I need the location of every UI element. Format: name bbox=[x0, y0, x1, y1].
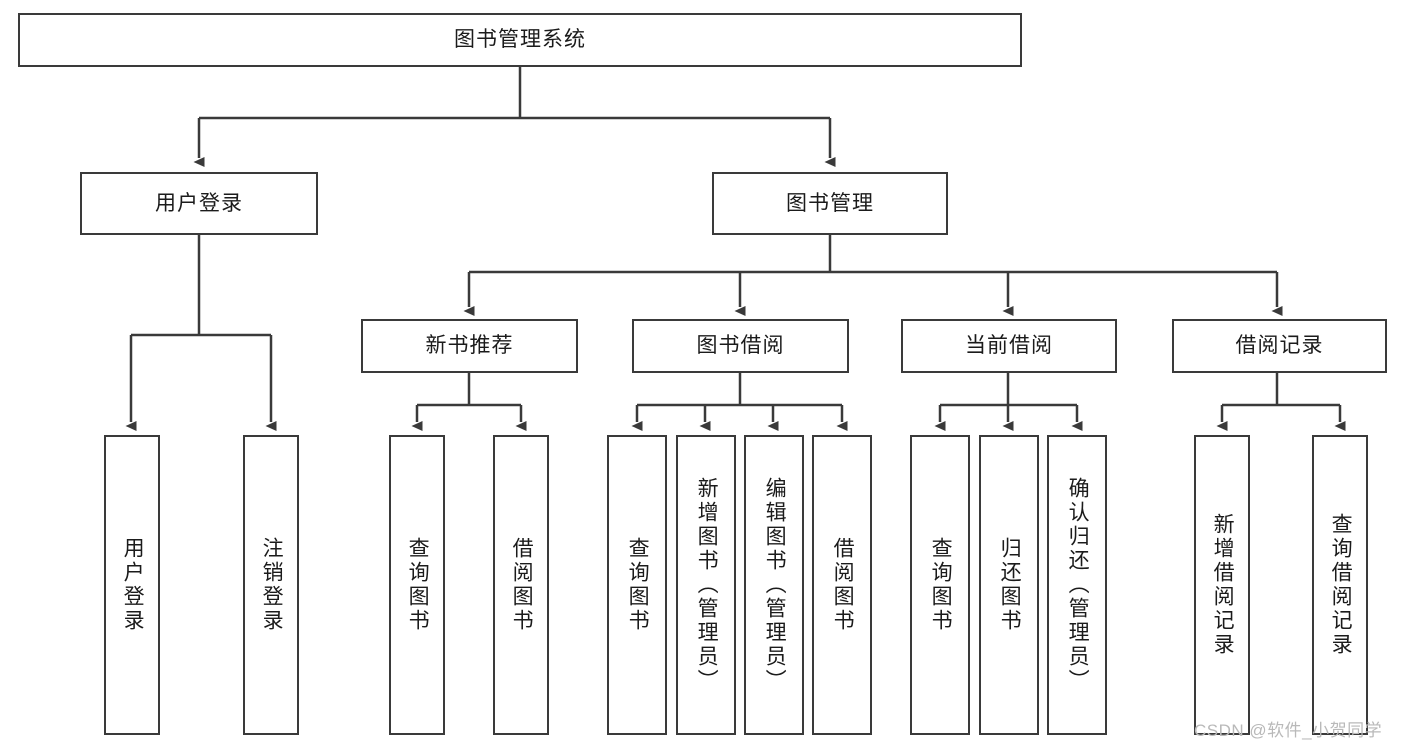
node-label: 查询图书 bbox=[626, 537, 650, 633]
leaf-record-add-record[interactable]: 新增借阅记录 bbox=[1194, 435, 1250, 735]
node-new-book-recommend[interactable]: 新书推荐 bbox=[361, 319, 578, 373]
node-label: 查询图书 bbox=[929, 537, 953, 633]
leaf-borrow-edit-book-admin[interactable]: 编辑图书（管理员） bbox=[744, 435, 804, 735]
node-label: 注销登录 bbox=[260, 537, 284, 633]
leaf-borrow-borrow-book[interactable]: 借阅图书 bbox=[812, 435, 872, 735]
node-label: 借阅记录 bbox=[1235, 334, 1324, 358]
node-label: 编辑图书（管理员） bbox=[763, 477, 787, 693]
node-book-management[interactable]: 图书管理 bbox=[712, 172, 948, 235]
node-book-borrow[interactable]: 图书借阅 bbox=[632, 319, 849, 373]
node-current-borrow[interactable]: 当前借阅 bbox=[901, 319, 1117, 373]
node-label: 查询借阅记录 bbox=[1329, 513, 1353, 657]
node-label: 借阅图书 bbox=[831, 537, 855, 633]
leaf-record-query-record[interactable]: 查询借阅记录 bbox=[1312, 435, 1368, 735]
node-label: 用户登录 bbox=[155, 191, 243, 215]
node-label: 新增图书（管理员） bbox=[695, 477, 719, 693]
leaf-current-return-book[interactable]: 归还图书 bbox=[979, 435, 1039, 735]
leaf-user-login-logout[interactable]: 注销登录 bbox=[243, 435, 299, 735]
node-label: 确认归还（管理员） bbox=[1066, 477, 1090, 693]
node-label: 用户登录 bbox=[121, 537, 145, 633]
leaf-user-login-login[interactable]: 用户登录 bbox=[104, 435, 160, 735]
node-label: 图书管理 bbox=[786, 191, 874, 215]
node-label: 图书借阅 bbox=[696, 334, 785, 358]
node-label: 借阅图书 bbox=[510, 537, 534, 633]
node-user-login[interactable]: 用户登录 bbox=[80, 172, 318, 235]
leaf-current-query-book[interactable]: 查询图书 bbox=[910, 435, 970, 735]
leaf-borrow-add-book-admin[interactable]: 新增图书（管理员） bbox=[676, 435, 736, 735]
leaf-borrow-query-book[interactable]: 查询图书 bbox=[607, 435, 667, 735]
node-label: 查询图书 bbox=[406, 537, 430, 633]
node-root-book-management-system[interactable]: 图书管理系统 bbox=[18, 13, 1022, 67]
leaf-recommend-borrow-book[interactable]: 借阅图书 bbox=[493, 435, 549, 735]
node-label: 归还图书 bbox=[998, 537, 1022, 633]
node-label: 新书推荐 bbox=[425, 334, 514, 358]
node-label: 当前借阅 bbox=[965, 334, 1053, 358]
node-label: 图书管理系统 bbox=[454, 28, 586, 52]
leaf-recommend-query-book[interactable]: 查询图书 bbox=[389, 435, 445, 735]
node-label: 新增借阅记录 bbox=[1211, 513, 1235, 657]
node-borrow-record[interactable]: 借阅记录 bbox=[1172, 319, 1387, 373]
leaf-current-confirm-return-admin[interactable]: 确认归还（管理员） bbox=[1047, 435, 1107, 735]
watermark-label: CSDN @软件_小贺同学 bbox=[1194, 721, 1383, 740]
